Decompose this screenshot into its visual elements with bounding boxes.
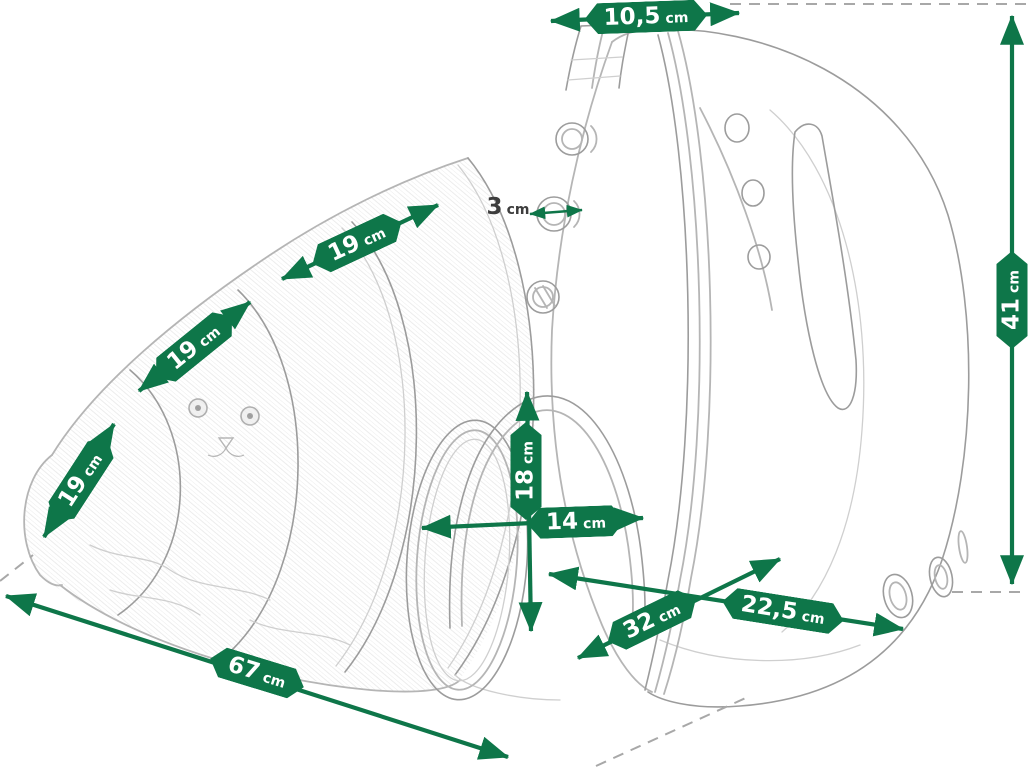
dim-label-top-width: 10,5 cm (584, 0, 708, 35)
handle-sketch (565, 23, 631, 91)
dim-label-door-width: 14 cm (527, 505, 626, 539)
bottom-grommets (882, 530, 969, 619)
dim-label-vent-diameter: 3 cm (486, 194, 530, 220)
front-vents (526, 122, 598, 314)
arrow-vent-diameter (529, 204, 583, 220)
dim-label-height: 41 cm (997, 251, 1028, 349)
dashed-guides (0, 3, 1028, 767)
mesh-tunnel (23, 157, 561, 701)
side-vents (724, 113, 771, 270)
cat-face-sketch (188, 398, 260, 457)
dim-label-door-height: 18 cm (511, 422, 542, 520)
